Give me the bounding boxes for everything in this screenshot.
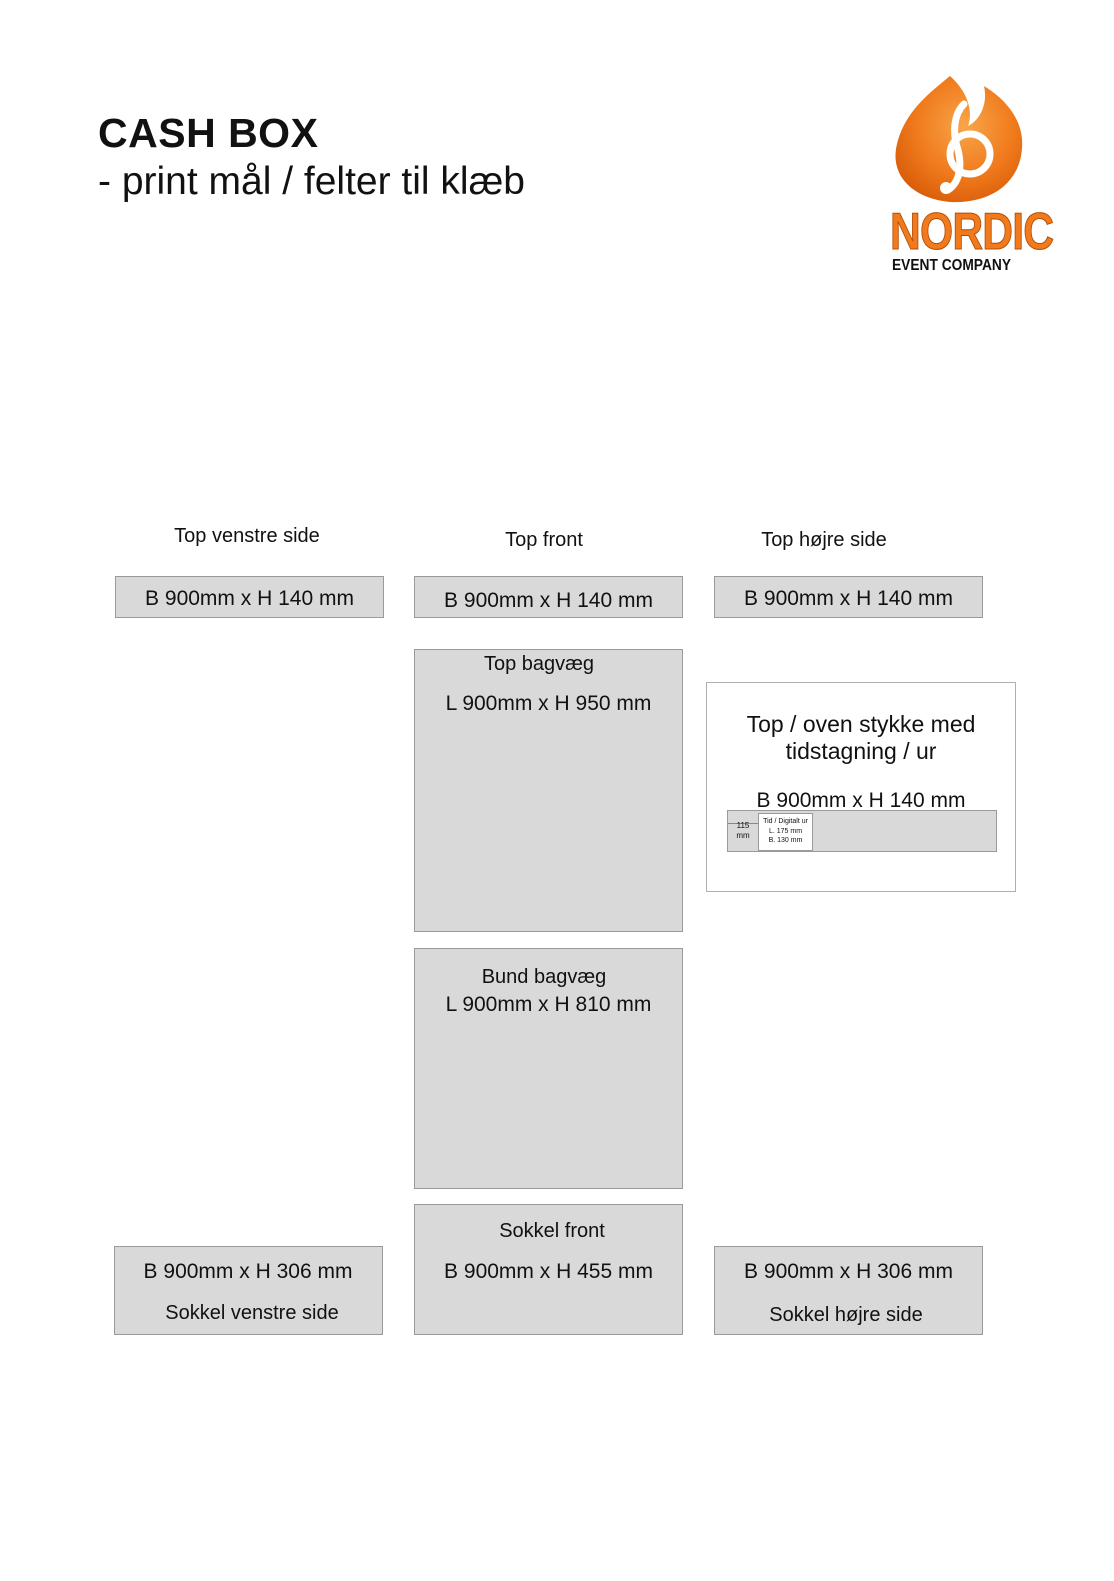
box-name: Bund bagvæg <box>481 966 607 988</box>
panel-dimension: B 900mm x H 140 mm <box>756 789 966 812</box>
page-subtitle: - print mål / felter til klæb <box>98 160 525 203</box>
box-sokkel-hojre: B 900mm x H 306 mm Sokkel højre side <box>714 1246 983 1335</box>
logo-name: NORDIC <box>890 203 1055 262</box>
company-logo: NORDIC EVENT COMPANY <box>888 74 1055 284</box>
box-dimension: B 900mm x H 140 mm <box>444 589 653 612</box>
box-dimension: L 900mm x H 810 mm <box>445 993 652 1016</box>
box-dimension: B 900mm x H 140 mm <box>145 587 354 610</box>
box-top-venstre: B 900mm x H 140 mm <box>115 576 384 618</box>
logo-subtitle: EVENT COMPANY <box>892 257 1012 274</box>
box-dimension: B 900mm x H 306 mm <box>744 1260 953 1283</box>
box-sokkel-venstre: B 900mm x H 306 mm Sokkel venstre side <box>114 1246 383 1335</box>
mini-left-unit: mm <box>736 831 750 840</box>
box-name: Top bagvæg <box>483 653 595 675</box>
mini-left-value: 115 <box>736 821 750 830</box>
dimension-line <box>728 823 758 824</box>
page-title: CASH BOX <box>98 110 319 156</box>
panel-title-line2: tidstagning / ur <box>785 738 937 764</box>
mini-left-measure: 115 mm <box>728 821 758 841</box>
box-dimension: B 900mm x H 306 mm <box>143 1260 353 1283</box>
box-dimension: B 900mm x H 455 mm <box>444 1260 653 1283</box>
mini-clock-label: Tid / Digitalt ur <box>763 818 808 825</box>
box-name: Sokkel venstre side <box>165 1302 339 1324</box>
box-top-bagvaeg: Top bagvæg L 900mm x H 950 mm <box>414 649 683 932</box>
mini-clock-box: Tid / Digitalt ur L. 175 mm B. 130 mm <box>758 813 813 851</box>
box-dimension: B 900mm x H 140 mm <box>744 587 953 610</box>
panel-title: Top / oven stykke med tidstagning / ur <box>707 711 1015 765</box>
box-top-hojre: B 900mm x H 140 mm <box>714 576 983 618</box>
label-top-front: Top front <box>505 529 583 551</box>
mini-clock-length: L. 175 mm <box>768 828 803 835</box>
mini-clock-width: B. 130 mm <box>768 837 803 844</box>
box-name: Sokkel front <box>499 1220 605 1242</box>
box-dimension: L 900mm x H 950 mm <box>445 692 652 715</box>
box-top-front: B 900mm x H 140 mm <box>414 576 683 618</box>
mini-diagram: 115 mm Tid / Digitalt ur L. 175 mm B. 13… <box>727 810 997 852</box>
box-name: Sokkel højre side <box>769 1304 923 1326</box>
box-bund-bagvaeg: Bund bagvæg L 900mm x H 810 mm <box>414 948 683 1189</box>
label-top-venstre: Top venstre side <box>174 525 320 547</box>
box-sokkel-front: Sokkel front B 900mm x H 455 mm <box>414 1204 683 1335</box>
panel-top-oven-stykke: Top / oven stykke med tidstagning / ur B… <box>706 682 1016 892</box>
treble-clef-flame-icon <box>895 76 1023 203</box>
label-top-hojre: Top højre side <box>761 529 887 551</box>
panel-title-line1: Top / oven stykke med <box>746 711 976 737</box>
